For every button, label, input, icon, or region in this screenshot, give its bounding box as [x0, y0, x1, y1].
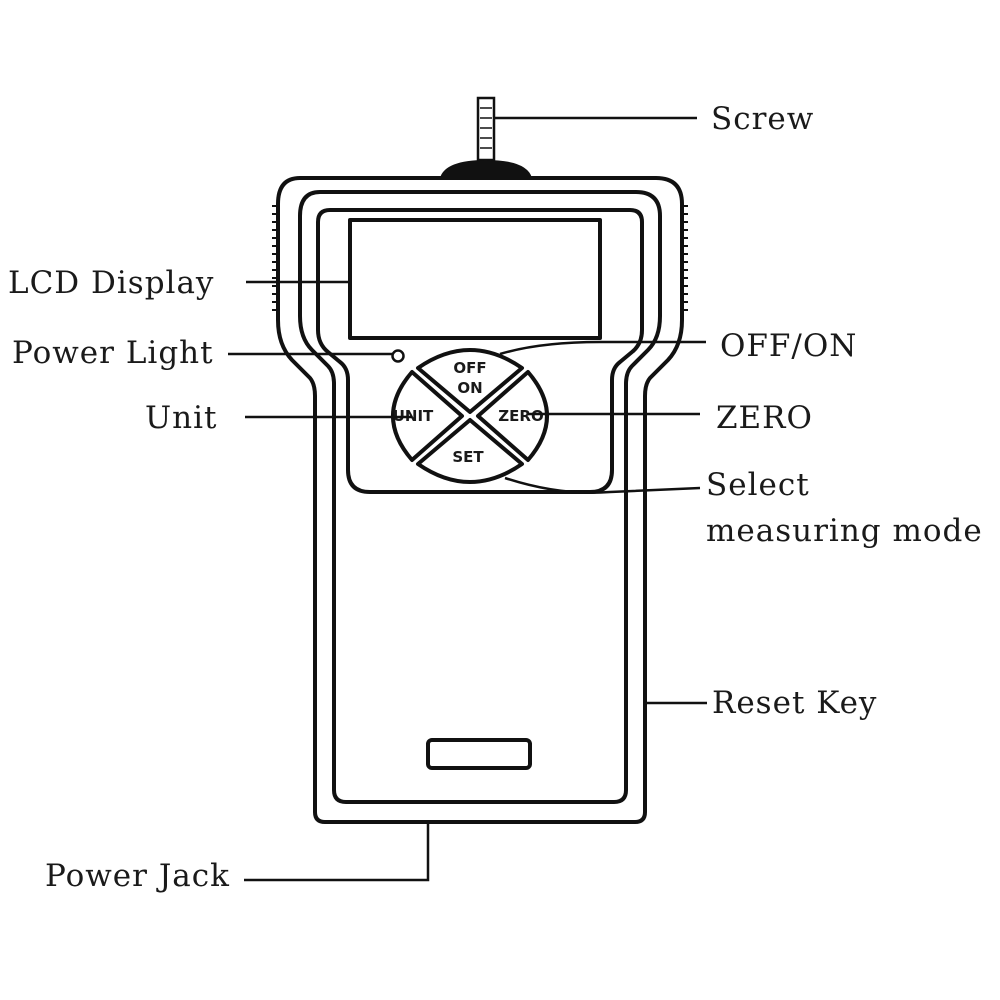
label-zero: ZERO	[716, 400, 813, 436]
leader-lines	[228, 116, 707, 882]
label-off-on: OFF/ON	[720, 328, 857, 364]
power-light-indicator	[391, 349, 405, 363]
label-unit: Unit	[145, 400, 217, 436]
keypad: OFF ON UNIT ZERO SET	[391, 348, 549, 484]
label-select-line2: measuring mode	[706, 513, 983, 549]
zero-button-label: ZERO	[498, 407, 543, 425]
off-on-button-label-2: ON	[457, 379, 482, 397]
off-on-button-label-1: OFF	[453, 359, 486, 377]
unit-button[interactable]: UNIT	[391, 370, 464, 462]
set-button-label: SET	[452, 448, 484, 466]
side-grips	[272, 205, 688, 311]
device-body-inner	[298, 190, 662, 804]
zero-button[interactable]: ZERO	[476, 370, 549, 462]
label-power-light: Power Light	[12, 335, 214, 371]
screw-part	[440, 96, 532, 178]
label-reset-key: Reset Key	[712, 685, 877, 721]
lcd-screen	[348, 218, 602, 340]
label-screw: Screw	[711, 101, 814, 137]
off-on-button[interactable]: OFF ON	[416, 348, 524, 414]
set-button[interactable]: SET	[416, 418, 524, 484]
device-body-outer	[276, 176, 684, 824]
unit-button-label: UNIT	[393, 407, 434, 425]
reset-key-slot	[426, 738, 532, 770]
label-lcd-display: LCD Display	[8, 265, 214, 301]
label-select-line1: Select	[706, 467, 810, 503]
label-power-jack: Power Jack	[45, 858, 230, 894]
